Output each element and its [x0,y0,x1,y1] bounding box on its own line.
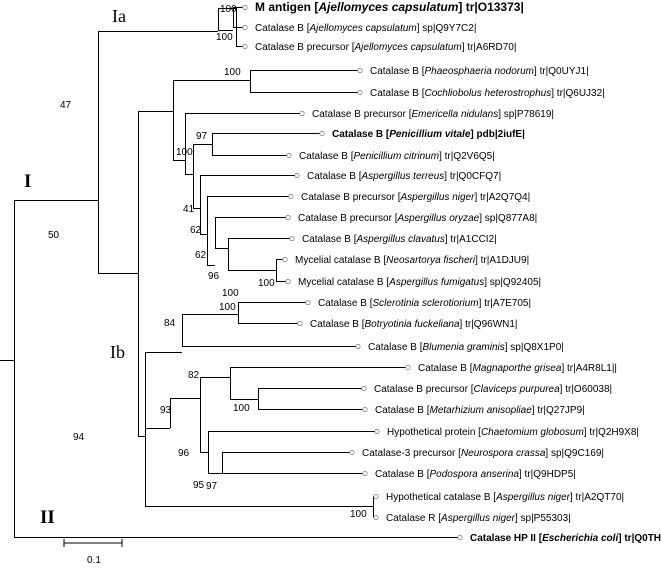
bootstrap-value: 47 [60,100,72,111]
tip-marker [457,534,463,541]
leaf-label: Hypothetical protein [Chaetomium globosu… [387,427,639,438]
tip-marker [373,514,379,521]
tip-marker [362,470,368,477]
bootstrap-value: 100 [258,278,275,289]
tip-marker [288,193,294,200]
bootstrap-value: 41 [183,204,195,215]
tip-marker [349,449,355,456]
bootstrap-labels: 1001001004797100416262961001005010084821… [48,4,367,520]
leaf-label: Hypothetical catalase B [Aspergillus nig… [386,492,624,503]
bootstrap-value: 95 [193,480,205,491]
bootstrap-value: 50 [48,230,60,241]
leaf-label: Catalase B [Penicillium vitale] pdb|2iuf… [332,129,525,140]
bootstrap-value: 62 [195,250,207,261]
leaf-label: Catalase B [Magnaporthe grisea] tr|A4R8L… [418,363,617,374]
clade-label-Ib: Ib [110,342,125,362]
clade-label-Ia: Ia [112,6,126,26]
bootstrap-value: 100 [350,509,367,520]
leaf-label: Catalase B [Podospora anserina] tr|Q9HDP… [375,469,576,480]
leaf-label: Catalase B precursor [Claviceps purpurea… [374,384,612,395]
leaf-label: M antigen [Ajellomyces capsulatum] tr|O1… [255,0,524,14]
bootstrap-value: 94 [73,432,85,443]
bootstrap-value: 100 [233,403,250,414]
tip-marker [294,172,300,179]
tip-marker [374,428,380,435]
bootstrap-value: 100 [220,4,237,15]
bootstrap-value: 93 [160,405,172,416]
leaf-label: Catalase R [Aspergillus niger] sp|P55303… [386,513,571,524]
leaf-label: Catalase B [Metarhizium anisopliae] tr|Q… [375,405,585,416]
tip-marker [362,406,368,413]
leaf-label: Mycelial catalase B [Neosartorya fischer… [295,255,529,266]
tree-branches [0,7,458,538]
tip-marker [357,67,363,74]
leaf-labels: M antigen [Ajellomyces capsulatum] tr|O1… [255,0,661,544]
bootstrap-value: 100 [219,302,236,313]
leaf-label: Catalase-3 precursor [Neurospora crassa]… [362,448,604,459]
tip-marker [289,235,295,242]
leaf-label: Catalase B [Botryotinia fuckeliana] tr|Q… [310,319,518,330]
tip-marker [355,343,361,350]
scale-bar: 0.1 [63,539,123,566]
leaf-label: Catalase B precursor [Emericella nidulan… [312,109,554,120]
bootstrap-value: 62 [190,225,202,236]
leaf-label: Catalase B [Aspergillus terreus] tr|Q0CF… [307,171,501,182]
bootstrap-value: 97 [196,131,208,142]
tip-marker [285,278,291,285]
leaf-label: Mycelial catalase B [Aspergillus fumigat… [298,277,541,288]
tip-marker [285,214,291,221]
tip-marker [361,385,367,392]
tip-marker [297,320,303,327]
bootstrap-value: 100 [216,32,233,43]
tree-tip-markers [242,4,463,541]
bootstrap-value: 100 [224,67,241,78]
tip-marker [286,152,292,159]
clade-label-I: I [24,171,31,192]
leaf-label: Catalase B [Blumenia graminis] sp|Q8X1P0… [368,342,564,353]
tip-marker [299,110,305,117]
bootstrap-value: 97 [206,481,218,492]
bootstrap-value: 96 [178,448,190,459]
tip-marker [305,299,311,306]
tip-marker [357,89,363,96]
leaf-label: Catalase B [Ajellomyces capsulatum] sp|Q… [255,23,476,34]
leaf-label: Catalase B precursor [Aspergillus oryzae… [298,213,537,224]
tip-marker [319,130,325,137]
leaf-label: Catalase B precursor [Aspergillus niger]… [301,192,530,203]
tip-marker [242,24,248,31]
tip-marker [242,4,248,11]
leaf-label: Catalase B [Penicillium citrinum] tr|Q2V… [299,151,495,162]
clade-label-II: II [40,507,55,528]
leaf-label: Catalase B precursor [Ajellomyces capsul… [255,42,516,53]
tip-marker [282,256,288,263]
bootstrap-value: 96 [208,271,220,282]
leaf-label: Catalase HP II [Escherichia coli] tr|Q0T… [470,533,661,544]
tip-marker [373,493,379,500]
leaf-label: Catalase B [Cochliobolus heterostrophus]… [370,88,605,99]
leaf-label: Catalase B [Aspergillus clavatus] tr|A1C… [302,234,497,245]
bootstrap-value: 82 [188,370,200,381]
tip-marker [242,43,248,50]
leaf-label: Catalase B [Phaeosphaeria nodorum] tr|Q0… [370,66,589,77]
bootstrap-value: 100 [222,288,239,299]
bootstrap-value: 84 [164,318,176,329]
tip-marker [405,364,411,371]
scale-bar-label: 0.1 [87,555,101,566]
leaf-label: Catalase B [Sclerotinia sclerotiorium] t… [318,298,531,309]
bootstrap-value: 100 [176,147,193,158]
